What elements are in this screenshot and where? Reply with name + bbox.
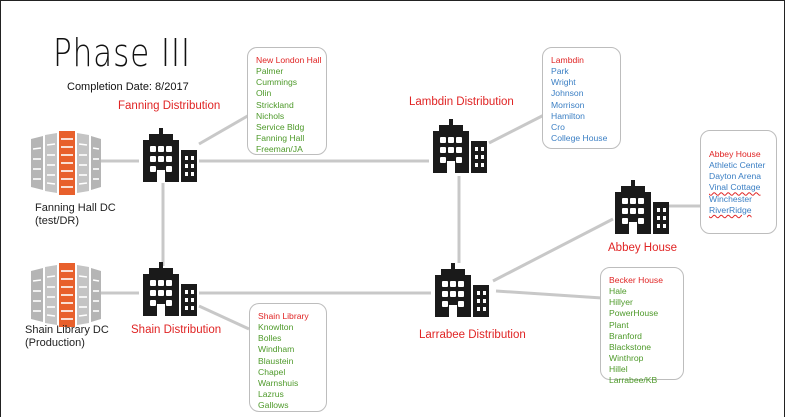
link-larrabee-box — [495, 289, 603, 300]
list-item: Lazrus — [258, 389, 284, 400]
list-item: Plant — [609, 319, 629, 330]
box-header: Shain Library — [258, 311, 309, 321]
fanning-dc-role: (test/DR) — [35, 215, 79, 227]
list-item: Strickland — [256, 99, 294, 110]
list-item: Warnshuis — [258, 377, 299, 388]
box-header: New London Hall — [256, 55, 322, 65]
box-header: Abbey House — [709, 149, 761, 159]
list-item: Hale — [609, 286, 627, 297]
larrabee-distribution-label: Larrabee Distribution — [419, 329, 526, 341]
office-building-icon — [143, 128, 197, 182]
office-building-icon — [143, 262, 197, 316]
shain-distribution-label: Shain Distribution — [131, 324, 222, 336]
building-list-fanning: New London Hall Palmer Cummings Olin Str… — [247, 47, 327, 155]
list-item: Hamilton — [551, 110, 585, 121]
list-item: Cro — [551, 121, 565, 132]
building-list-abbey: Abbey House Athletic Center Dayton Arena… — [700, 130, 777, 234]
list-item: Palmer — [256, 66, 284, 77]
list-item: Dayton Arena — [709, 171, 762, 182]
building-list-lambdin: Lambdin Park Wright Johnson Morrison Ham… — [542, 47, 621, 149]
shain-dc-label: Shain Library DC (Production) — [25, 324, 109, 350]
server-rack-icon — [31, 131, 101, 195]
list-item: Johnson — [551, 88, 584, 99]
office-building-icon — [615, 180, 669, 234]
shain-dc-role: (Production) — [25, 337, 85, 349]
list-item: Cummings — [256, 77, 298, 88]
list-item: Vinal Cottage — [709, 182, 761, 193]
list-item: RiverRidge — [709, 204, 752, 215]
box-header: Becker House — [609, 275, 663, 285]
list-item: Windham — [258, 344, 295, 355]
list-item: Hillyer — [609, 297, 633, 308]
page-subtitle: Completion Date: 8/2017 — [67, 81, 189, 93]
abbey-distribution-label: Abbey House — [608, 242, 678, 254]
link-larrabee-abbey — [492, 217, 614, 283]
office-building-icon — [435, 263, 489, 317]
page-title: Phase III — [53, 31, 191, 75]
list-item: Blackstone — [609, 341, 652, 352]
list-item: Fanning Hall — [256, 133, 305, 144]
list-item: PowerHouse — [609, 308, 659, 319]
box-header: Lambdin — [551, 55, 584, 65]
list-item: Nichols — [256, 110, 285, 121]
fanning-dc-name: Fanning Hall DC — [35, 202, 116, 214]
list-item: Bolles — [258, 333, 282, 344]
list-item: College House — [551, 133, 608, 144]
link-shain-box — [198, 304, 250, 331]
list-item: Hillel — [609, 364, 628, 375]
list-item: Freeman/JA — [256, 144, 303, 155]
list-item: Knowlton — [258, 322, 294, 333]
list-item: Service Bldg — [256, 121, 305, 132]
list-item: Winchester — [709, 193, 752, 204]
building-list-larrabee: Becker House Hale Hillyer PowerHouse Pla… — [600, 267, 684, 385]
fanning-dc-label: Fanning Hall DC (test/DR) — [35, 202, 116, 228]
list-item: Olin — [256, 88, 272, 99]
list-item: Gallows — [258, 400, 289, 411]
lambdin-distribution-label: Lambdin Distribution — [409, 96, 514, 108]
list-item: Athletic Center — [709, 160, 766, 171]
list-item: Winthrop — [609, 353, 644, 364]
list-item: Chapel — [258, 366, 286, 377]
list-item: Morrison — [551, 99, 585, 110]
fanning-distribution-label: Fanning Distribution — [118, 100, 221, 112]
building-list-shain: Shain Library Knowlton Bolles Windham Bl… — [249, 303, 327, 412]
list-item: Park — [551, 66, 569, 77]
list-item: Blaustein — [258, 355, 294, 366]
link-fanning-box — [198, 112, 252, 146]
list-item: Larrabee/KB — [609, 375, 658, 386]
list-item: Branford — [609, 330, 642, 341]
server-rack-icon — [31, 263, 101, 327]
link-lambdin-box — [488, 113, 545, 145]
office-building-icon — [433, 119, 487, 173]
list-item: Wright — [551, 77, 576, 88]
shain-dc-name: Shain Library DC — [25, 324, 109, 336]
